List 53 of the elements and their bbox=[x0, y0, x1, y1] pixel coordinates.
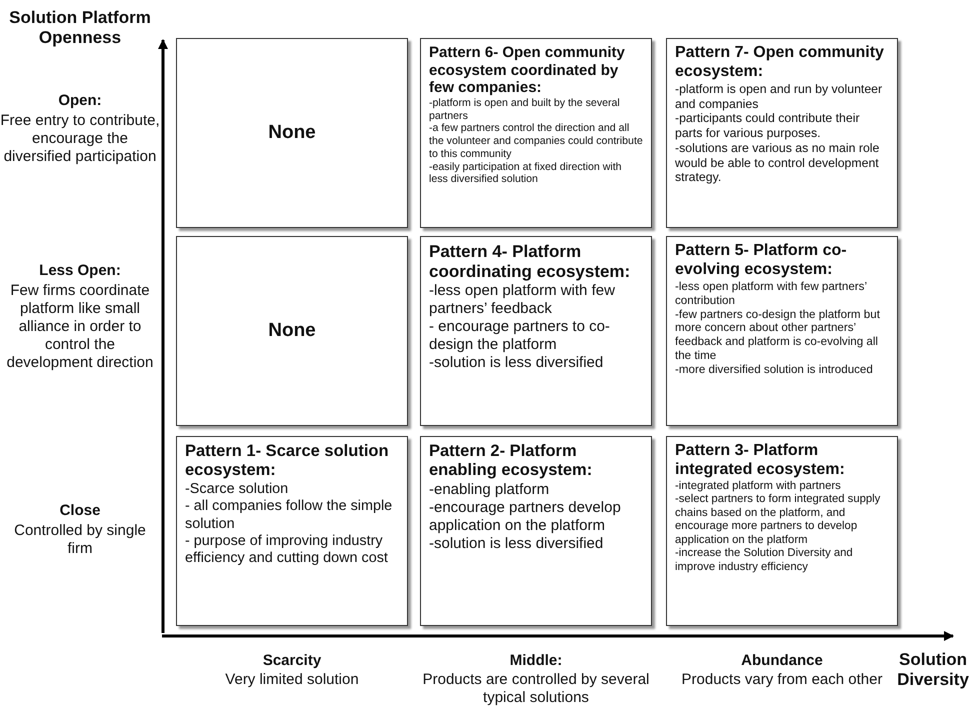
openness-description: Free entry to contribute, encourage the diversified participation bbox=[0, 112, 160, 166]
pattern-description: -easily participation at fixed direction with less diversified solution bbox=[429, 160, 623, 186]
pattern-box bbox=[420, 436, 652, 626]
pattern-box bbox=[666, 38, 898, 228]
diversity-level: Abundance bbox=[740, 652, 824, 670]
pattern-description: - all companies follow the simple solution bbox=[185, 498, 394, 533]
pattern-box bbox=[666, 436, 898, 626]
pattern-heading: Pattern 4- Platform coordinating ecosystem: bbox=[429, 242, 632, 282]
pattern-description: -few partners co-design the platform but more concern about other partners’ feedback and platform is co-evolving all the time bbox=[675, 308, 881, 364]
pattern-heading: None bbox=[268, 320, 316, 342]
axis-title: Solution Platform Openness bbox=[8, 8, 152, 49]
pattern-heading: Pattern 7- Open community ecosystem: bbox=[675, 44, 885, 82]
pattern-description: -participants could contribute their parts for various purposes. bbox=[675, 111, 861, 141]
pattern-description: -Scarce solution bbox=[185, 480, 290, 498]
pattern-description: -solution is less diversified bbox=[429, 354, 604, 372]
pattern-description: - encourage partners to co-design the platform bbox=[429, 318, 611, 354]
pattern-description: -solution is less diversified bbox=[429, 534, 604, 553]
pattern-description: -less open platform with few partners’ contribution bbox=[675, 280, 868, 308]
pattern-heading: Pattern 2- Platform enabling ecosystem: bbox=[429, 442, 594, 481]
pattern-box bbox=[176, 236, 408, 426]
pattern-box bbox=[420, 38, 652, 228]
pattern-box bbox=[420, 236, 652, 426]
axis-title: Solution Diversity bbox=[896, 650, 970, 691]
diversity-level: Scarcity bbox=[262, 652, 322, 670]
pattern-heading: Pattern 3- Platform integrated ecosystem: bbox=[675, 442, 846, 480]
pattern-description: -increase the Solution Diversity and improve industry efficiency bbox=[675, 547, 854, 575]
openness-description: Controlled by single firm bbox=[13, 522, 147, 558]
openness-level: Close bbox=[58, 502, 102, 520]
openness-description: Few firms coordinate platform like small alliance in order to control the development direction bbox=[6, 282, 154, 372]
pattern-description: -platform is open and run by volunteer and companies bbox=[675, 82, 884, 112]
pattern-box bbox=[176, 38, 408, 228]
pattern-description: -solutions are various as no main role would be able to control development strategy. bbox=[675, 140, 880, 185]
pattern-description: -enabling platform bbox=[429, 480, 550, 499]
pattern-heading: Pattern 5- Platform co-evolving ecosystem: bbox=[675, 242, 848, 280]
pattern-description: - purpose of improving industry efficiency and cutting down cost bbox=[185, 532, 389, 568]
pattern-description: -encourage partners develop application on the platform bbox=[429, 498, 622, 535]
pattern-box bbox=[176, 436, 408, 626]
pattern-heading: None bbox=[268, 122, 316, 144]
pattern-description: -platform is open and built by the several partners bbox=[429, 97, 621, 122]
diversity-description: Very limited solution bbox=[224, 671, 360, 689]
pattern-description: -less open platform with few partners’ feedback bbox=[429, 282, 616, 318]
diversity-description: Products are controlled by several typical solutions bbox=[422, 671, 650, 707]
openness-level: Open: bbox=[57, 92, 103, 110]
diversity-level: Middle: bbox=[508, 652, 564, 670]
openness-level: Less Open: bbox=[38, 262, 122, 280]
pattern-box bbox=[666, 236, 898, 426]
pattern-description: -select partners to form integrated supply chains based on the platform, and encourage more partners to develop application on the platform bbox=[675, 493, 882, 548]
pattern-heading: Pattern 1- Scarce solution ecosystem: bbox=[185, 442, 390, 481]
diversity-description: Products vary from each other bbox=[680, 671, 884, 689]
pattern-heading: Pattern 6- Open community ecosystem coordinated by few companies: bbox=[429, 44, 626, 98]
pattern-description: -a few partners control the direction and all the volunteer and companies could contribute to this community bbox=[429, 122, 643, 161]
pattern-description: -integrated platform with partners bbox=[675, 480, 842, 494]
pattern-description: -more diversified solution is introduced bbox=[675, 363, 874, 378]
